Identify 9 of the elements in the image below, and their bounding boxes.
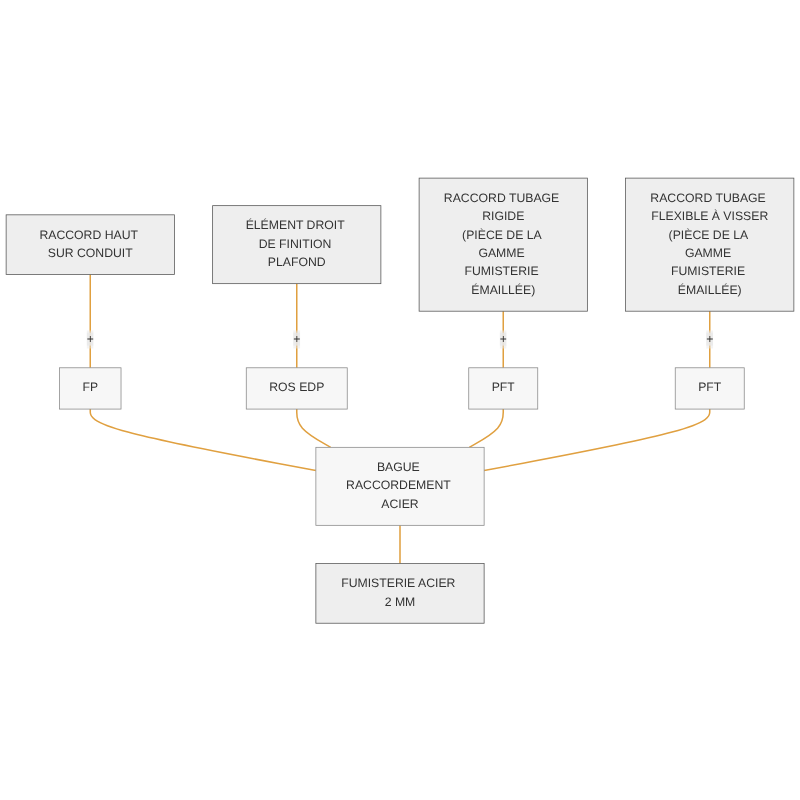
connector	[89, 273, 92, 368]
connector	[483, 407, 711, 471]
connector	[296, 282, 298, 368]
connector	[502, 309, 504, 368]
connector	[89, 407, 317, 471]
connector	[296, 407, 332, 448]
connector	[708, 309, 711, 368]
connector	[399, 523, 401, 564]
connector	[468, 407, 504, 448]
